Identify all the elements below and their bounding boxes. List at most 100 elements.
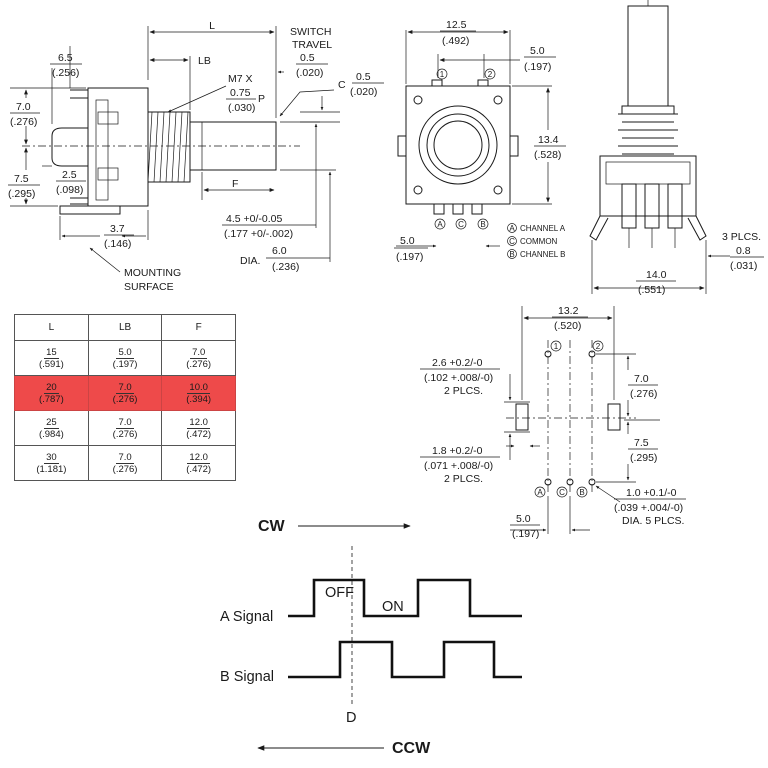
pcb-footprint: 1 2 A C B 13.2 (.520) 2.6 +0.2/-0 (.102 … xyxy=(420,305,686,540)
table-cell: 20(.787) xyxy=(14,375,89,411)
table-cell: 10.0(.394) xyxy=(161,375,236,411)
dim-14-0-in: (.551) xyxy=(638,284,665,296)
legend-common: COMMON xyxy=(520,237,558,246)
table-row: 30(1.181) 7.0(.276) 12.0(.472) xyxy=(14,445,236,481)
a-signal-label: A Signal xyxy=(220,609,273,625)
rear-shaft xyxy=(51,127,88,167)
dim-0-8-mm: 0.8 xyxy=(736,245,751,257)
dim-7-5-mm: 7.5 xyxy=(14,173,29,185)
switch-travel-label-1: SWITCH xyxy=(290,26,331,38)
dimension-table: L LB F 15(.591) 5.0(.197) 7.0(.276) 20(.… xyxy=(14,314,236,481)
legend-a-key: A xyxy=(509,224,515,233)
col-header-L: L xyxy=(14,314,89,341)
dim-6-5-in: (.256) xyxy=(52,67,79,79)
dim-1-8-in: (.071 +.008/-0) xyxy=(424,460,493,472)
dim-1-8-plcs: 2 PLCS. xyxy=(444,473,483,485)
dim-dia-mm: 6.0 xyxy=(272,245,287,257)
dim-12-5-in: (.492) xyxy=(442,35,469,47)
dim-dia-in: (.236) xyxy=(272,261,299,273)
dim-14-0-mm: 14.0 xyxy=(646,269,667,281)
dim-fp-7-5-in: (.295) xyxy=(630,452,657,464)
front-view: 12.5 (.492) 5.0 (.197) 1 2 13.4 (.528) A… xyxy=(394,19,568,263)
dim-6-5-mm: 6.5 xyxy=(58,52,73,64)
mounting-bracket xyxy=(59,205,121,215)
detent-label: D xyxy=(346,710,356,726)
dim-fp-5-0-mm: 5.0 xyxy=(516,513,531,525)
switch-travel-in: (.020) xyxy=(296,67,323,79)
dim-5-0-top-in: (.197) xyxy=(524,61,551,73)
dim-2-5-in: (.098) xyxy=(56,184,83,196)
legend-channel-a: CHANNEL A xyxy=(520,224,566,233)
pitch-in: (.030) xyxy=(228,102,255,114)
dim-F: F xyxy=(232,178,238,190)
off-label: OFF xyxy=(325,585,354,601)
dim-12-5-mm: 12.5 xyxy=(446,19,467,31)
fp-pin-a: A xyxy=(537,488,543,497)
pitch-mm: 0.75 xyxy=(230,87,251,99)
switch-travel-mm: 0.5 xyxy=(300,52,315,64)
dim-fp-7-5-mm: 7.5 xyxy=(634,437,649,449)
dim-4-5-in: (.177 +0/-.002) xyxy=(224,228,293,240)
table-row: 15(.591) 5.0(.197) 7.0(.276) xyxy=(14,340,236,376)
table-cell: 25(.984) xyxy=(14,410,89,446)
pin-a-label: A xyxy=(437,220,443,229)
dim-dia-label: DIA. xyxy=(240,255,260,267)
a-signal-waveform xyxy=(288,578,522,618)
table-cell: 15(.591) xyxy=(14,340,89,376)
dim-7-0-in: (.276) xyxy=(10,116,37,128)
dim-5-0-bot-in: (.197) xyxy=(396,251,423,263)
dim-fp-7-0-in: (.276) xyxy=(630,388,657,400)
fp-pin-2: 2 xyxy=(596,342,601,351)
dim-4-5-mm: 4.5 +0/-0.05 xyxy=(226,213,282,225)
dim-C: C xyxy=(338,79,346,91)
fp-pin-c: C xyxy=(559,488,565,497)
dim-fp-5-0-in: (.197) xyxy=(512,528,539,540)
dim-2-6-plcs: 2 PLCS. xyxy=(444,385,483,397)
dim-1-0-in: (.039 +.004/-0) xyxy=(614,502,683,514)
table-cell: 12.0(.472) xyxy=(161,410,236,446)
pin-b-label: B xyxy=(480,220,485,229)
dim-2-6-mm: 2.6 +0.2/-0 xyxy=(432,357,483,369)
col-header-LB: LB xyxy=(87,314,163,341)
dim-2-5-mm: 2.5 xyxy=(62,169,77,181)
pin-c-label: C xyxy=(458,220,464,229)
dim-P: P xyxy=(258,93,265,105)
col-header-F: F xyxy=(161,314,236,341)
encoder-body-side xyxy=(87,87,149,207)
dim-13-4-mm: 13.4 xyxy=(538,134,559,146)
dim-0-8-in: (.031) xyxy=(730,260,757,272)
dim-5-0-top-mm: 5.0 xyxy=(530,45,545,57)
encoder-body-end xyxy=(599,155,697,217)
table-cell: 5.0(.197) xyxy=(87,340,163,376)
table-cell: 7.0(.276) xyxy=(87,445,163,481)
dim-fp-7-0-mm: 7.0 xyxy=(634,373,649,385)
dim-13-4-in: (.528) xyxy=(534,149,561,161)
legend-channel-b: CHANNEL B xyxy=(520,250,566,259)
table-row: 25(.984) 7.0(.276) 12.0(.472) xyxy=(14,410,236,446)
b-signal-waveform xyxy=(288,640,522,679)
dim-5-0-bot-mm: 5.0 xyxy=(400,235,415,247)
table-row-highlighted: 20(.787) 7.0(.276) 10.0(.394) xyxy=(14,375,236,411)
table-cell: 7.0(.276) xyxy=(87,410,163,446)
table-cell: 30(1.181) xyxy=(14,445,89,481)
ccw-label: CCW xyxy=(392,740,431,757)
dim-13-2-in: (.520) xyxy=(554,320,581,332)
thread-spec: M7 X xyxy=(228,73,253,85)
b-signal-label: B Signal xyxy=(220,669,274,685)
side-view: L LB SWITCH TRAVEL 0.5 (.020) 6.5 (.256)… xyxy=(8,20,384,293)
dim-LB: LB xyxy=(198,55,211,67)
dim-7-0-mm: 7.0 xyxy=(16,101,31,113)
legend-c-key: C xyxy=(509,237,515,246)
switch-travel-label-2: TRAVEL xyxy=(292,39,332,51)
mounting-label-1: MOUNTING xyxy=(124,267,181,279)
dim-1-0-mm: 1.0 +0.1/-0 xyxy=(626,487,677,499)
dim-3-plcs: 3 PLCS. xyxy=(722,231,761,243)
dim-L: L xyxy=(209,20,215,32)
dim-1-0-plcs: DIA. 5 PLCS. xyxy=(622,515,684,527)
cw-label: CW xyxy=(258,518,286,535)
table-cell: 7.0(.276) xyxy=(87,375,163,411)
dim-C-mm: 0.5 xyxy=(356,71,371,83)
legend-b-key: B xyxy=(509,250,514,259)
dim-7-5-in: (.295) xyxy=(8,188,35,200)
